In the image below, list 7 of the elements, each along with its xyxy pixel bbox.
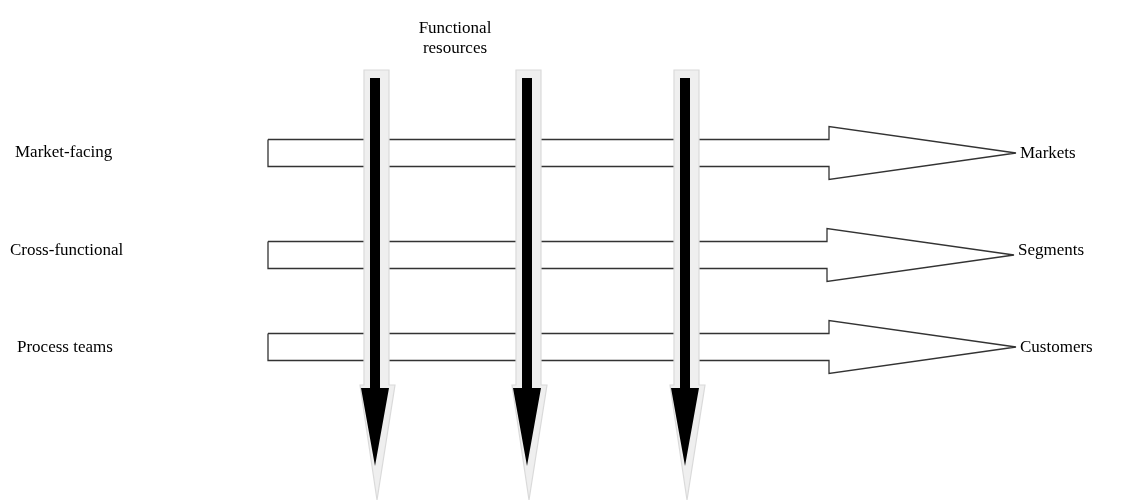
heading-label: Functional resources (417, 18, 493, 58)
node-label: Markets (1020, 143, 1076, 163)
node-label: Customers (1020, 337, 1093, 357)
node-label: Cross-functional (10, 240, 124, 260)
node-label: Market-facing (15, 142, 113, 162)
node-label: Segments (1018, 240, 1085, 260)
node-label: Process teams (17, 337, 113, 357)
